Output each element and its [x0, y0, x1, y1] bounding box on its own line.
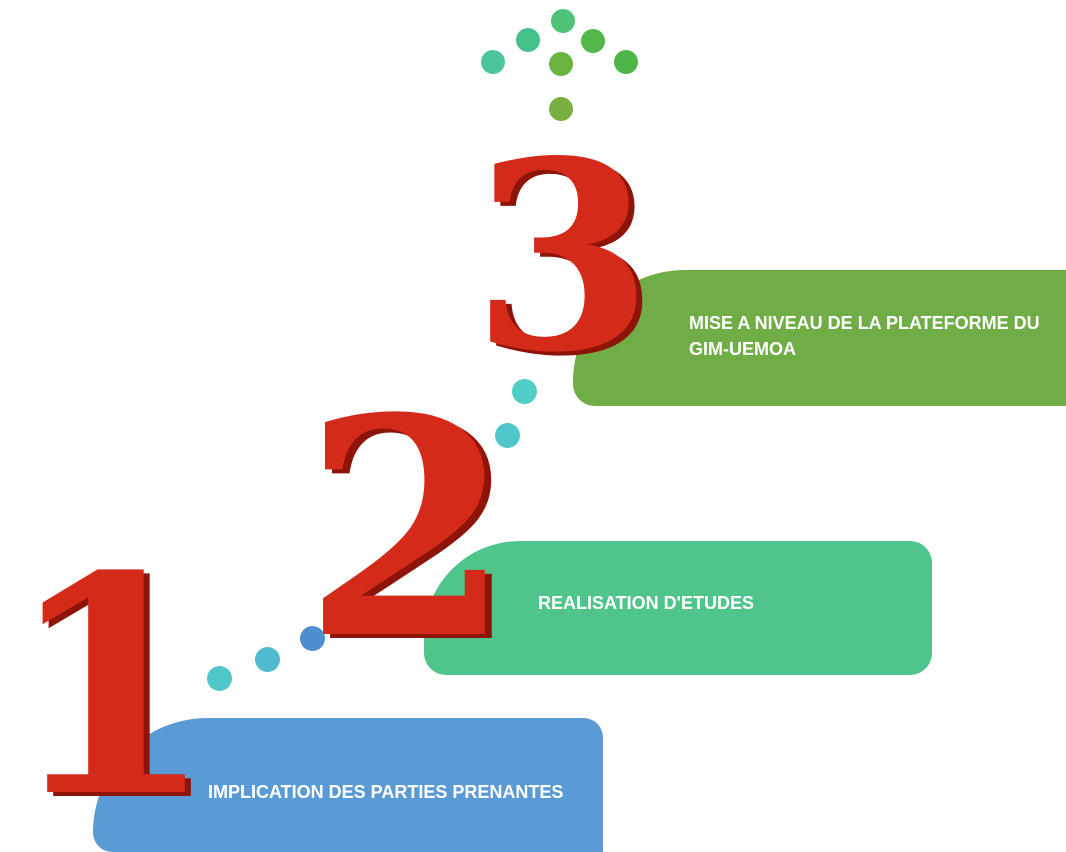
step-1-numeral-side: 1: [12, 514, 221, 852]
step-1-label: IMPLICATION DES PARTIES PRENANTES: [208, 782, 564, 802]
step-2-numeral-face: 2: [303, 352, 512, 705]
connector-dot: [255, 647, 280, 672]
step-2-numeral-side: 2: [310, 356, 519, 709]
step-3-numeral-face: 3: [472, 105, 653, 410]
step-3-numeral-side: 3: [478, 109, 659, 414]
dotted-up-arrow-icon: [481, 9, 638, 121]
connector-dot: [495, 423, 520, 448]
connector-dot: [300, 626, 325, 651]
step-1-numeral-face: 1: [6, 510, 215, 852]
step-2-numeral: 2 2: [303, 352, 519, 709]
step-1-card: IMPLICATION DES PARTIES PRENANTES: [93, 718, 603, 852]
step-1-numeral: 1 1: [6, 510, 221, 852]
step-3-numeral: 3 3: [472, 105, 659, 414]
step-2-card: REALISATION D'ETUDES: [424, 541, 932, 675]
step-2-label: REALISATION D'ETUDES: [538, 593, 754, 613]
connector-dot: [207, 666, 232, 691]
connector-dot: [512, 379, 537, 404]
step-3-label: MISE A NIVEAU DE LA PLATEFORME DU GIM-UE…: [689, 313, 1040, 359]
step-3-card: MISE A NIVEAU DE LA PLATEFORME DU GIM-UE…: [573, 270, 1066, 406]
